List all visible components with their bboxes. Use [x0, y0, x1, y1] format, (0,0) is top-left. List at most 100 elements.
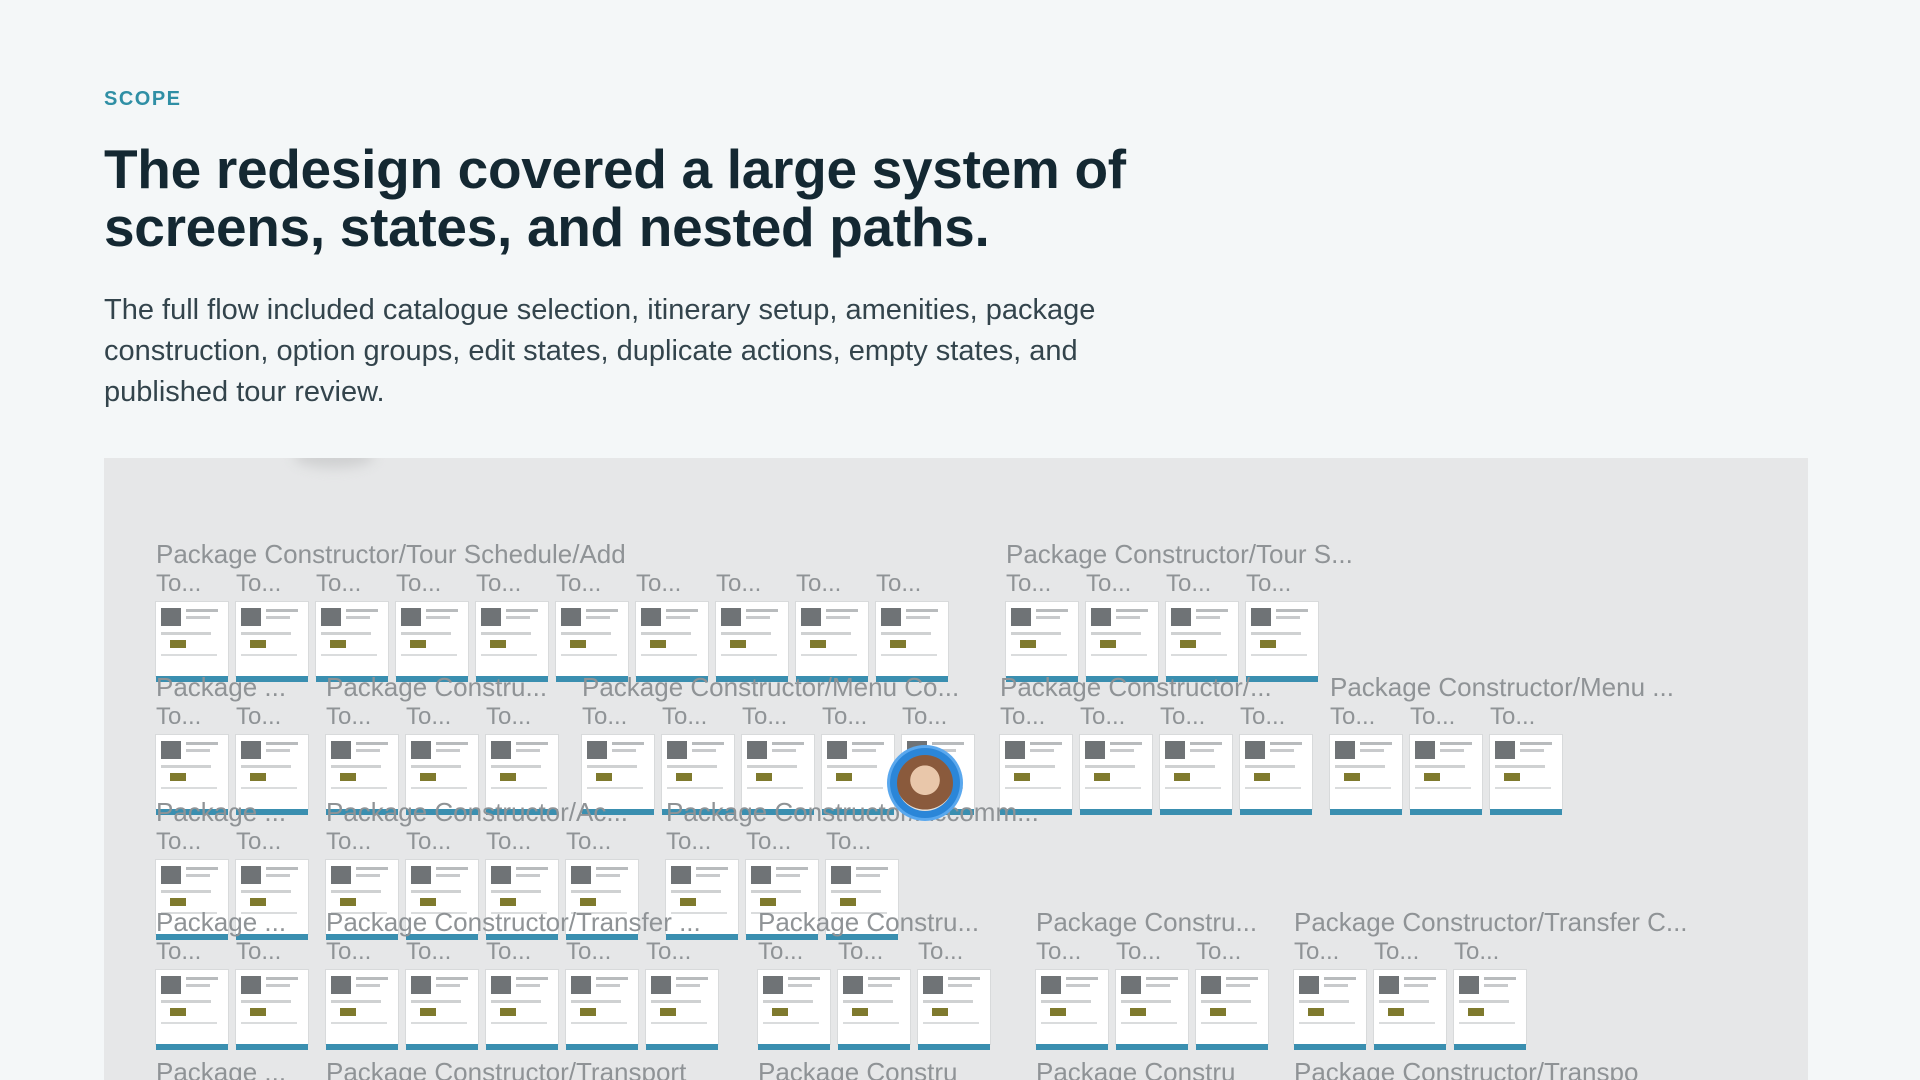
screen-frame[interactable]: To...	[826, 828, 898, 940]
screen-frame[interactable]: To...	[1116, 938, 1188, 1050]
screen-frame[interactable]: To...	[406, 828, 478, 940]
screen-frame[interactable]: To...	[758, 938, 830, 1050]
screen-frame[interactable]: To...	[1374, 938, 1446, 1050]
screen-frame[interactable]: To...	[636, 570, 708, 682]
frame-l2	[676, 984, 700, 987]
screen-frame[interactable]: To...	[316, 570, 388, 682]
screen-frame[interactable]: To...	[716, 570, 788, 682]
canvas-section[interactable]: Package Constru...To...To...To...	[758, 908, 990, 1050]
frame-label: To...	[1454, 938, 1500, 965]
screen-frame[interactable]: To...	[666, 828, 738, 940]
screen-frame[interactable]: To...	[822, 703, 894, 815]
section-title: Package ...	[156, 797, 287, 827]
canvas-section[interactable]: Package Constructor/Menu ...To...To...To…	[1330, 673, 1674, 815]
screen-frame[interactable]: To...	[662, 703, 734, 815]
screen-frame[interactable]: To...	[1080, 703, 1152, 815]
screen-frame[interactable]: To...	[796, 570, 868, 682]
canvas-section[interactable]: Package Constructor/Accomm...To...To...T…	[666, 798, 1039, 940]
screen-frame[interactable]: To...	[918, 938, 990, 1050]
screen-frame[interactable]: To...	[156, 828, 228, 940]
canvas-section[interactable]: Package Constru...To...To...To...	[326, 673, 558, 815]
screen-frame[interactable]: To...	[1086, 570, 1158, 682]
screen-frame[interactable]: To...	[476, 570, 548, 682]
frame-l3	[641, 632, 691, 635]
screen-frame[interactable]: To...	[1160, 703, 1232, 815]
screen-frame[interactable]: To...	[566, 938, 638, 1050]
frame-row: To...To...To...	[758, 938, 990, 1050]
frame-l3	[481, 632, 531, 635]
frame-l2	[1190, 749, 1214, 752]
screen-frame[interactable]: To...	[236, 570, 308, 682]
canvas-section[interactable]: Package ...To...To...	[156, 673, 308, 815]
canvas-section[interactable]: Package Constructor/Tour S...To...To...T…	[1006, 540, 1353, 682]
canvas-section[interactable]: Package Constru...To...To...To...	[1036, 908, 1268, 1050]
frame-bar	[918, 1044, 990, 1050]
screen-frame[interactable]: To...	[1000, 703, 1072, 815]
screen-frame[interactable]: To...	[1166, 570, 1238, 682]
frame-l4	[1415, 787, 1471, 789]
screen-frame[interactable]: To...	[236, 828, 308, 940]
screen-frame[interactable]: To...	[556, 570, 628, 682]
screen-frame[interactable]: To...	[1006, 570, 1078, 682]
screen-frame[interactable]: To...	[1246, 570, 1318, 682]
headline: The redesign covered a large system of s…	[104, 138, 1126, 258]
screen-frame[interactable]: To...	[406, 703, 478, 815]
frame-hero	[831, 866, 851, 884]
frame-l2	[776, 874, 800, 877]
screen-frame[interactable]: To...	[326, 828, 398, 940]
screen-frame[interactable]: To...	[156, 703, 228, 815]
screen-frame[interactable]: To...	[742, 703, 814, 815]
screen-frame[interactable]: To...	[838, 938, 910, 1050]
canvas-section[interactable]: Package Constructor/Ac...To...To...To...…	[326, 798, 638, 940]
screen-frame[interactable]: To...	[326, 703, 398, 815]
screen-frame[interactable]: To...	[156, 570, 228, 682]
canvas-section[interactable]: Package ...	[156, 1058, 286, 1080]
screen-frame[interactable]: To...	[486, 703, 558, 815]
screen-frame[interactable]: To...	[1294, 938, 1366, 1050]
screen-frame[interactable]: To...	[486, 828, 558, 940]
screen-frame[interactable]: To...	[566, 828, 638, 940]
screen-frame[interactable]: To...	[876, 570, 948, 682]
canvas-section[interactable]: Package Constru	[1036, 1058, 1235, 1080]
screen-frame[interactable]: To...	[326, 938, 398, 1050]
screen-frame[interactable]: To...	[1036, 938, 1108, 1050]
canvas-section[interactable]: Package Constructor/Transfer C...To...To…	[1294, 908, 1688, 1050]
screen-frame[interactable]: To...	[486, 938, 558, 1050]
screen-frame[interactable]: To...	[1410, 703, 1482, 815]
screen-frame[interactable]: To...	[1240, 703, 1312, 815]
screen-frame[interactable]: To...	[646, 938, 718, 1050]
frame-l3	[1171, 632, 1221, 635]
screen-frame[interactable]: To...	[406, 938, 478, 1050]
screen-frame[interactable]: To...	[236, 703, 308, 815]
avatar-icon	[897, 755, 953, 811]
screen-frame[interactable]: To...	[746, 828, 818, 940]
frame-tag	[340, 773, 356, 781]
canvas-section[interactable]: Package Constru	[758, 1058, 957, 1080]
frame-l2	[356, 749, 380, 752]
frame-l1	[186, 977, 218, 980]
frame-l1	[776, 867, 808, 870]
screen-frame[interactable]: To...	[582, 703, 654, 815]
canvas-section[interactable]: Package ...To...To...	[156, 908, 308, 1050]
section-title: Package ...	[156, 1057, 287, 1080]
canvas-section[interactable]: Package Constructor/Transfer ...To...To.…	[326, 908, 718, 1050]
canvas-section[interactable]: Package Constructor/Transpo	[1294, 1058, 1638, 1080]
collaborator-avatar[interactable]	[890, 748, 960, 818]
frame-l4	[747, 787, 803, 789]
screen-frame[interactable]: To...	[396, 570, 468, 682]
frame-row: To...To...	[156, 938, 308, 1050]
canvas-section[interactable]: Package Constructor/...To...To...To...To…	[1000, 673, 1312, 815]
screen-frame[interactable]: To...	[1490, 703, 1562, 815]
frame-l4	[651, 1022, 707, 1024]
canvas-section[interactable]: Package Constructor/Transport	[326, 1058, 686, 1080]
screen-frame[interactable]: To...	[1196, 938, 1268, 1050]
screen-frame[interactable]: To...	[156, 938, 228, 1050]
frame-tag	[1210, 1008, 1226, 1016]
screen-frame[interactable]: To...	[236, 938, 308, 1050]
screen-frame[interactable]: To...	[1330, 703, 1402, 815]
canvas-section[interactable]: Package ...To...To...	[156, 797, 308, 940]
frame-l4	[1299, 1022, 1355, 1024]
screen-frame[interactable]: To...	[1454, 938, 1526, 1050]
